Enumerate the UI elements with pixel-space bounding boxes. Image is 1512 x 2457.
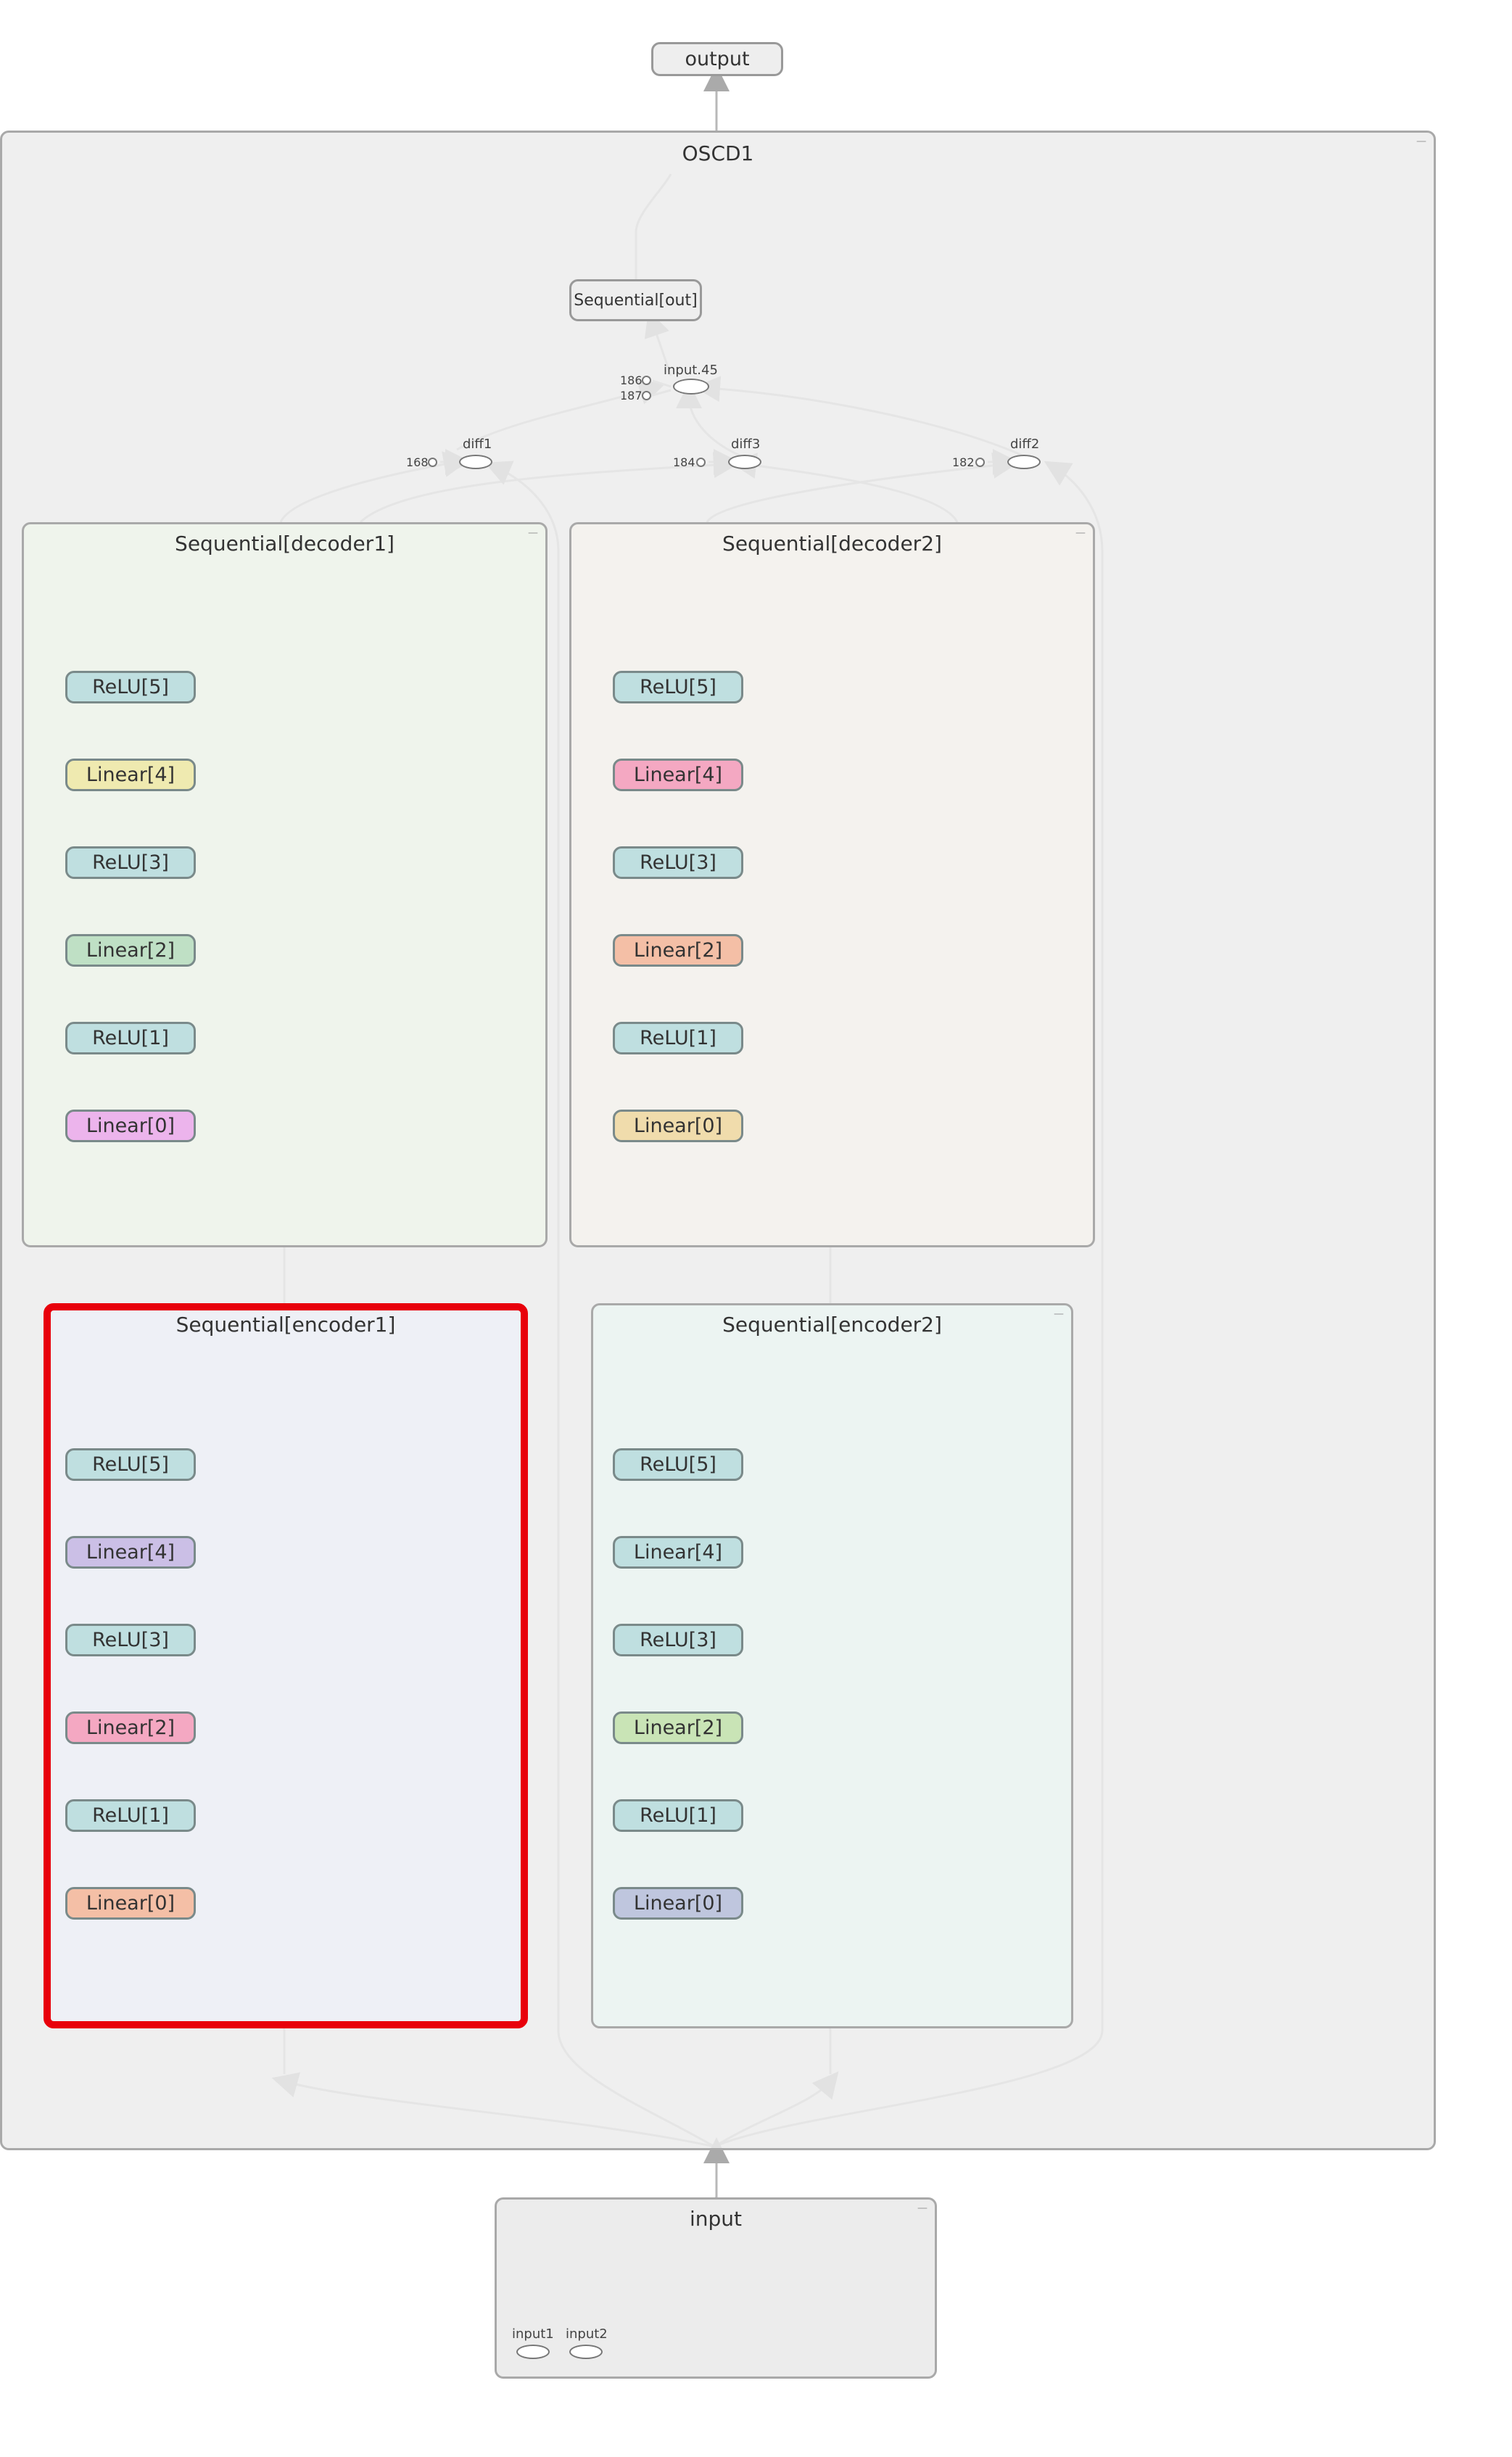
encoder2-layer[interactable]: ReLU[5]: [613, 1448, 743, 1481]
decoder1-title: Sequential[decoder1]: [175, 532, 394, 556]
encoder1-layer-label: Linear[0]: [86, 1892, 175, 1915]
encoder1-layer-label: Linear[2]: [86, 1717, 175, 1739]
decoder2-layer[interactable]: ReLU[5]: [613, 671, 743, 703]
const-168-node[interactable]: [428, 458, 437, 467]
encoder1-layer-label: ReLU[1]: [92, 1804, 169, 1827]
decoder2-title: Sequential[decoder2]: [722, 532, 942, 556]
encoder2-layer-label: Linear[0]: [633, 1892, 723, 1915]
decoder2-layer-label: Linear[2]: [633, 939, 723, 962]
const-168-label: 168: [406, 455, 429, 469]
output-label: output: [685, 48, 750, 70]
const-182-node[interactable]: [975, 458, 985, 467]
encoder1-layer[interactable]: ReLU[1]: [65, 1799, 196, 1832]
encoder1-title: Sequential[encoder1]: [175, 1313, 396, 1337]
decoder1-layer-label: Linear[0]: [86, 1115, 175, 1137]
encoder1-layer-label: ReLU[5]: [92, 1453, 169, 1476]
decoder2-layer[interactable]: Linear[0]: [613, 1110, 743, 1142]
decoder1-layer-label: Linear[2]: [86, 939, 175, 962]
encoder2-layer-label: ReLU[5]: [640, 1453, 716, 1476]
decoder2-layer-label: Linear[4]: [633, 764, 723, 786]
decoder1-layer-label: Linear[4]: [86, 764, 175, 786]
collapse-icon[interactable]: —: [1416, 136, 1426, 147]
const-182-label: 182: [952, 455, 975, 469]
decoder1-layer-label: ReLU[5]: [92, 676, 169, 698]
input45-label: input.45: [664, 363, 718, 378]
decoder2-layer[interactable]: Linear[4]: [613, 759, 743, 791]
encoder2-layer-label: Linear[4]: [633, 1541, 723, 1564]
const-186-label: 186: [620, 373, 643, 387]
encoder2-layer-label: Linear[2]: [633, 1717, 723, 1739]
encoder1-layer-label: Linear[4]: [86, 1541, 175, 1564]
const-186-node[interactable]: [642, 376, 651, 385]
input1-label: input1: [512, 2326, 554, 2342]
encoder1-layer[interactable]: Linear[2]: [65, 1711, 196, 1744]
collapse-icon[interactable]: —: [917, 2202, 928, 2214]
diff3-label: diff3: [731, 437, 761, 452]
encoder1-layer[interactable]: Linear[4]: [65, 1536, 196, 1569]
encoder2-layer[interactable]: ReLU[1]: [613, 1799, 743, 1832]
decoder1-layer[interactable]: ReLU[3]: [65, 846, 196, 879]
collapse-icon[interactable]: —: [1054, 1308, 1064, 1320]
diff2-node[interactable]: [1007, 455, 1041, 469]
encoder2-group[interactable]: Sequential[encoder2] —: [591, 1303, 1073, 2028]
decoder1-layer[interactable]: Linear[0]: [65, 1110, 196, 1142]
decoder2-layer-label: ReLU[1]: [640, 1027, 716, 1049]
output-node[interactable]: output: [651, 42, 783, 76]
decoder2-layer[interactable]: ReLU[3]: [613, 846, 743, 879]
const-184-node[interactable]: [696, 458, 706, 467]
decoder2-layer[interactable]: Linear[2]: [613, 934, 743, 967]
diff3-node[interactable]: [728, 455, 761, 469]
const-184-label: 184: [673, 455, 695, 469]
encoder1-layer[interactable]: ReLU[5]: [65, 1448, 196, 1481]
decoder1-layer[interactable]: ReLU[5]: [65, 671, 196, 703]
encoder1-group[interactable]: Sequential[encoder1]: [44, 1303, 528, 2028]
input2-node[interactable]: [569, 2345, 603, 2359]
input-group-title: input: [689, 2207, 743, 2231]
diff1-label: diff1: [463, 437, 492, 452]
encoder2-layer[interactable]: ReLU[3]: [613, 1624, 743, 1656]
encoder2-title: Sequential[encoder2]: [722, 1313, 942, 1337]
encoder1-layer-label: ReLU[3]: [92, 1629, 169, 1651]
diff2-label: diff2: [1010, 437, 1040, 452]
encoder1-layer[interactable]: Linear[0]: [65, 1887, 196, 1920]
const-187-label: 187: [620, 389, 643, 402]
input2-label: input2: [566, 2326, 608, 2342]
encoder2-layer[interactable]: Linear[2]: [613, 1711, 743, 1744]
decoder1-layer-label: ReLU[3]: [92, 851, 169, 874]
decoder2-layer[interactable]: ReLU[1]: [613, 1022, 743, 1054]
encoder2-layer-label: ReLU[1]: [640, 1804, 716, 1827]
decoder1-layer-label: ReLU[1]: [92, 1027, 169, 1049]
decoder2-layer-label: ReLU[3]: [640, 851, 716, 874]
input-group[interactable]: input —: [495, 2197, 937, 2379]
const-187-node[interactable]: [642, 391, 651, 400]
collapse-icon[interactable]: —: [528, 527, 538, 539]
sequential-out-node[interactable]: Sequential[out]: [569, 279, 702, 321]
decoder2-layer-label: Linear[0]: [633, 1115, 723, 1137]
sequential-out-label: Sequential[out]: [574, 291, 698, 310]
collapse-icon[interactable]: —: [1075, 527, 1086, 539]
decoder1-layer[interactable]: Linear[2]: [65, 934, 196, 967]
diff1-node[interactable]: [459, 455, 492, 469]
encoder2-layer-label: ReLU[3]: [640, 1629, 716, 1651]
encoder1-layer[interactable]: ReLU[3]: [65, 1624, 196, 1656]
encoder2-layer[interactable]: Linear[4]: [613, 1536, 743, 1569]
decoder2-layer-label: ReLU[5]: [640, 676, 716, 698]
decoder1-layer[interactable]: ReLU[1]: [65, 1022, 196, 1054]
encoder2-layer[interactable]: Linear[0]: [613, 1887, 743, 1920]
decoder1-layer[interactable]: Linear[4]: [65, 759, 196, 791]
oscd1-label: OSCD1: [682, 141, 754, 165]
input1-node[interactable]: [516, 2345, 550, 2359]
input45-node[interactable]: [673, 379, 709, 395]
